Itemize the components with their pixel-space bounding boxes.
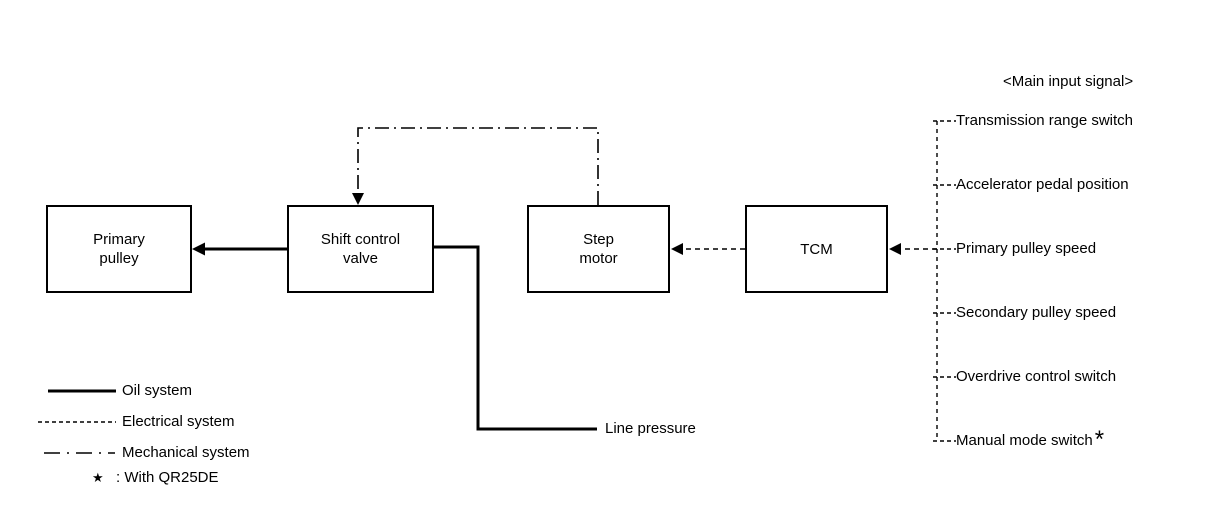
mechanical-line-step-to-shift <box>357 127 599 205</box>
input-item-transmission-range-switch: Transmission range switch <box>956 112 1134 129</box>
primary-pulley-label: Primary pulley <box>93 231 145 267</box>
legend-label-mechanical-system: Mechanical system <box>122 444 250 461</box>
star-icon: ★ <box>92 470 104 485</box>
input-item-accelerator-pedal-position: Accelerator pedal position <box>956 176 1129 193</box>
arrowhead-down-shift-valve <box>352 193 364 205</box>
arrowhead-left-step-motor <box>671 243 683 255</box>
asterisk-marker: * <box>1094 426 1105 453</box>
tcm-label: TCM <box>800 240 833 258</box>
step-motor-box: Step motor <box>527 205 670 293</box>
input-item-manual-mode-switch: Manual mode switch* <box>956 428 1104 452</box>
input-item-primary-pulley-speed: Primary pulley speed <box>956 240 1097 257</box>
primary-pulley-box: Primary pulley <box>46 205 192 293</box>
shift-control-valve-box: Shift control valve <box>287 205 434 293</box>
arrowhead-left-tcm <box>889 243 901 255</box>
main-input-signal-header: <Main input signal> <box>1003 73 1134 90</box>
step-motor-label: Step motor <box>579 231 618 267</box>
input-item-secondary-pulley-speed: Secondary pulley speed <box>956 304 1117 321</box>
line-pressure-label: Line pressure <box>605 420 696 437</box>
shift-control-valve-label: Shift control valve <box>320 231 401 267</box>
tcm-box: TCM <box>745 205 888 293</box>
legend-label-oil-system: Oil system <box>122 382 193 399</box>
legend-label-electrical-system: Electrical system <box>122 413 235 430</box>
arrowhead-left-primary-pulley <box>192 242 205 256</box>
manual-mode-switch-text: Manual mode switch <box>956 432 1093 449</box>
oil-line-pressure-path <box>434 245 597 431</box>
input-item-overdrive-control-switch: Overdrive control switch <box>956 368 1117 385</box>
footnote-with-qr25de: : With QR25DE <box>116 469 219 486</box>
